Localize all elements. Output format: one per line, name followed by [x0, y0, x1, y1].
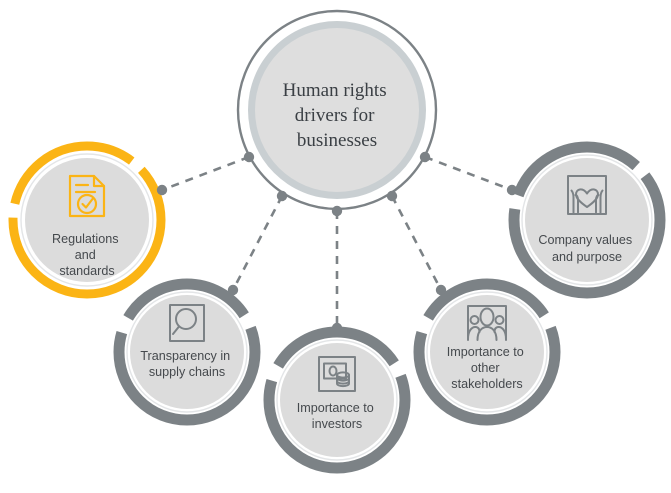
node-ring-inner — [20, 153, 154, 287]
node-ring-outer — [508, 141, 666, 299]
node-ring-inner — [276, 339, 398, 461]
connector-dot-hub-left — [243, 151, 255, 163]
hub-label: Human rights drivers for businesses — [283, 80, 392, 151]
node-company-values-and-purpose[interactable]: Company values and purpose — [508, 141, 666, 299]
connector-dot-transparency — [227, 284, 239, 296]
connector-dot-hub-lower-right — [386, 190, 398, 202]
connector-hub-to-company-values — [424, 155, 513, 192]
hands-heart-icon — [567, 175, 607, 215]
node-ring-outer — [413, 278, 561, 426]
node-disc — [525, 158, 649, 282]
connector-dot-hub-bottom — [331, 205, 343, 217]
hub-disc — [255, 28, 419, 192]
node-transparency-in-supply-chains[interactable]: Transparency in supply chains — [113, 278, 261, 426]
connector-group — [161, 155, 513, 328]
node-disc — [430, 295, 544, 409]
connector-dot-hub-lower-left — [276, 190, 288, 202]
node-label-investors: Importance to investors — [297, 401, 378, 431]
connector-dot-company-values — [506, 184, 518, 196]
connector-hub-to-transparency — [231, 195, 284, 291]
node-disc — [280, 343, 394, 457]
node-ring-inner — [521, 154, 653, 286]
node-regulations-and-standards[interactable]: Regulations and standards — [8, 141, 166, 299]
connector-dot-investors — [331, 322, 343, 334]
connector-dot-other-stakeholders — [435, 284, 447, 296]
node-ring-outer — [113, 278, 261, 426]
people-group-icon — [467, 305, 507, 341]
node-label-regulations: Regulations and standards — [52, 232, 122, 278]
magnifier-icon — [169, 304, 205, 342]
connector-dot-hub-right — [419, 151, 431, 163]
node-label-company-values: Company values and purpose — [538, 233, 635, 264]
node-label-other-stakeholders: Importance to other stakeholders — [447, 345, 528, 391]
node-importance-to-other-stakeholders[interactable]: Importance to other stakeholders — [413, 278, 561, 426]
document-check-icon — [68, 174, 106, 218]
hub-ring-gap — [239, 12, 435, 208]
node-disc — [130, 295, 244, 409]
node-disc — [25, 158, 149, 282]
money-icon — [318, 356, 356, 392]
node-ring-inner — [426, 291, 548, 413]
connector-hub-to-regulations — [161, 155, 250, 192]
connector-dot-regulations — [156, 184, 168, 196]
connector-hub-to-other-stakeholders — [390, 195, 443, 291]
hub-human-rights-drivers[interactable]: Human rights drivers for businesses — [236, 9, 438, 211]
node-importance-to-investors[interactable]: Importance to investors — [263, 326, 411, 474]
node-label-transparency: Transparency in supply chains — [140, 349, 233, 379]
node-ring-inner — [126, 291, 248, 413]
connector-dot-group — [156, 151, 518, 334]
node-ring-accent — [8, 141, 166, 299]
